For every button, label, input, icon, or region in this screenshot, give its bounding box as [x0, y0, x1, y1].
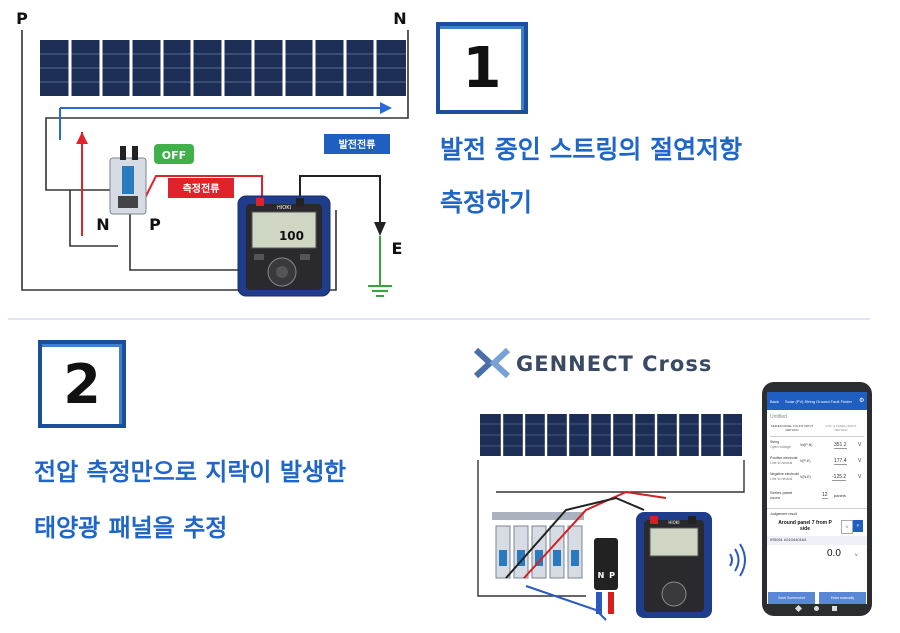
phone-row-sublabel: Line to neutral: [770, 461, 793, 465]
phone-row-unit: V: [858, 474, 862, 480]
label-switch-n: N: [96, 215, 109, 234]
phone-back-button[interactable]: Back: [770, 399, 779, 404]
earth-lead: [299, 175, 381, 226]
step2-heading-line2: 태양광 패널을 추정: [34, 514, 228, 542]
solar-panel-array-2: [480, 414, 742, 456]
step2-heading-line1: 전압 측정만으로 지락이 발생한: [34, 458, 347, 486]
nav-home-icon[interactable]: [814, 606, 819, 611]
phone-col-voc: VOC (1 PANEL) INPUT METHOD: [825, 424, 857, 432]
phone-untitled: Untitled: [770, 414, 787, 420]
voltage-tester: [636, 512, 712, 618]
phone-judgement-result: Around panel 7 from P side: [778, 520, 832, 532]
phone-row-unit: V: [858, 442, 862, 448]
label-n-top: N: [393, 9, 406, 28]
phone-row-symbol: Vo(P-N): [800, 443, 813, 447]
phone-judgement-label: Judgement result: [770, 512, 797, 516]
probe-lead-blue: [525, 585, 607, 621]
meas-current-label-box: [168, 178, 234, 198]
phone-toggle-p[interactable]: P: [853, 520, 863, 532]
insulation-measurement-diagram: 100 HIOKI P N N P E OFF 발전전류 측정전류: [16, 9, 409, 297]
meter-display-value: 100: [279, 229, 304, 243]
phone-row-value[interactable]: 351.2: [834, 442, 847, 449]
string-wire-2: [477, 460, 586, 597]
smartphone: Back Solar (PV) String Ground Fault Find…: [762, 382, 872, 616]
phone-nav-bar: [792, 604, 842, 613]
gennect-brand-text: GENNECT Cross: [516, 352, 713, 376]
phone-toggle-n[interactable]: N: [841, 520, 853, 534]
gen-current-label-box: [324, 134, 390, 154]
phone-series-row: Series panel count 12 panels: [770, 490, 864, 504]
off-badge-label: OFF: [162, 149, 186, 162]
label-switch-p: P: [149, 215, 161, 234]
phone-save-screenshot-button[interactable]: Save Screenshot: [768, 592, 815, 604]
phone-row-label: Negative electrode: [770, 472, 800, 476]
meter-brand-label: HIOKI: [277, 205, 291, 211]
phone-row-value[interactable]: 177.4: [834, 458, 847, 465]
meas-current-arrowhead-up: [76, 132, 88, 144]
phone-row-symbol: V(P-E): [800, 459, 811, 463]
earth-icon: [368, 285, 392, 297]
phone-series-unit: panels: [834, 493, 846, 498]
earth-arrowhead: [374, 222, 386, 236]
probe-lead-black: [505, 496, 645, 579]
off-badge: [154, 144, 194, 164]
phone-enter-manually-button[interactable]: Enter manually: [819, 592, 866, 604]
step-number-2: 2: [63, 352, 101, 416]
insulation-tester: 100 HIOKI: [237, 195, 331, 297]
phone-device-id: IR5051 #210440164: [770, 537, 807, 542]
phone-screen: Back Solar (PV) String Ground Fault Find…: [767, 392, 867, 604]
adapter-label-p: P: [609, 571, 615, 580]
meter2-brand-label: HIOKI: [668, 520, 679, 525]
p-return-wire: [129, 210, 288, 271]
n-return-wire: [69, 190, 118, 247]
wireless-signal-icon: [729, 543, 746, 577]
label-earth: E: [392, 239, 403, 258]
gen-current-label: 발전전류: [339, 138, 376, 151]
phone-row-symbol: V(N-E): [800, 475, 811, 479]
solar-panel-array: [40, 40, 406, 96]
phone-series-label: Series panel count: [770, 490, 793, 500]
np-adapter: [594, 538, 618, 614]
phone-row-value[interactable]: -125.2: [832, 474, 847, 481]
phone-row-label: String: [770, 440, 780, 444]
step1-heading-line1: 발전 중인 스트링의 절연저항: [440, 135, 743, 164]
step-number-box-1: 1: [436, 22, 528, 114]
nav-back-icon[interactable]: [794, 604, 803, 613]
section-divider: [8, 318, 870, 320]
nav-recent-icon[interactable]: [832, 606, 837, 611]
label-p-top: P: [16, 9, 28, 28]
step-number-1: 1: [462, 35, 502, 101]
dc-switch: [109, 146, 147, 215]
phone-divider: [767, 508, 867, 509]
phone-row-unit: V: [858, 458, 862, 464]
meas-current-wire: [143, 175, 263, 204]
phone-row-voc: String Open voltage Vo(P-N) 351.2 V: [770, 440, 864, 454]
string-wire-p: [21, 42, 337, 291]
phone-settings-icon[interactable]: ⚙: [859, 398, 865, 404]
breaker-panel: [492, 512, 584, 579]
step1-heading-line2: 측정하기: [440, 188, 533, 217]
phone-row-vpe: Positive electrode Line to neutral V(P-E…: [770, 456, 864, 470]
adapter-label-n: N: [598, 571, 605, 580]
phone-row-sublabel: Line to neutral: [770, 477, 793, 481]
phone-row-label: Positive electrode: [770, 456, 798, 460]
step-number-box-2: 2: [38, 340, 126, 428]
voltage-measurement-diagram: N P HIOKI: [477, 414, 746, 621]
phone-reading-unit: V: [855, 552, 858, 557]
phone-divider: [770, 436, 864, 437]
phone-series-value[interactable]: 12: [822, 492, 828, 499]
phone-reading-value: 0.0: [827, 548, 841, 559]
phone-app-title: Solar (PV) String Ground Fault Finder: [785, 399, 852, 404]
gen-current-arrowhead: [380, 102, 392, 114]
gennect-logo-icon: [473, 347, 511, 379]
phone-app-header: Back Solar (PV) String Ground Fault Find…: [767, 392, 867, 410]
meas-current-label: 측정전류: [183, 182, 220, 195]
phone-row-sublabel: Open voltage: [770, 445, 791, 449]
string-wire-2b: [496, 460, 745, 493]
phone-device-bar: [767, 536, 867, 545]
phone-row-vne: Negative electrode Line to neutral V(N-E…: [770, 472, 864, 486]
phone-col-series: SERIES PANEL COUNT INPUT METHOD: [770, 424, 814, 432]
